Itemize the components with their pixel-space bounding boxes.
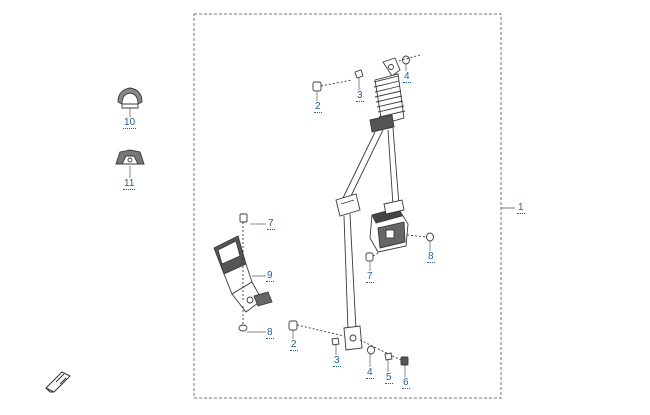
pencil-arrow-icon[interactable] [45,371,71,393]
callout-nut-upper[interactable]: 3 [356,90,364,102]
callout-clip-b[interactable]: 11 [123,178,136,190]
callout-washer-lower[interactable]: 4 [366,367,374,379]
callout-spacer-lower[interactable]: 5 [385,372,393,384]
clip-b-part [115,149,145,165]
callout-clip-a[interactable]: 10 [123,117,137,129]
callout-washer-retractor[interactable]: 8 [427,251,435,263]
callout-bolt-lower[interactable]: 2 [290,339,298,351]
callout-bolt-buckle[interactable]: 7 [267,218,275,230]
retractor [369,199,409,253]
clip-a-part [117,87,143,109]
seat-buckle [213,213,273,332]
callout-washer-buckle[interactable]: 8 [266,327,274,339]
callout-buckle[interactable]: 9 [266,270,274,282]
callout-nut-end[interactable]: 6 [402,377,410,389]
seat-belt-assembly [335,57,434,351]
nut-upper-part [354,69,364,79]
callout-bolt-upper[interactable]: 2 [314,101,322,113]
assembly-frame [193,13,502,399]
lower-anchor-hardware [288,320,409,366]
washer-upper-part [394,54,421,65]
bolt-upper-part [312,79,353,92]
callout-bolt-retractor[interactable]: 7 [366,271,374,283]
callout-leaders [247,64,431,377]
callout-assembly[interactable]: 1 [517,202,525,214]
callout-nut-lower[interactable]: 3 [333,355,341,367]
bellows-cover [373,73,406,125]
callout-washer-upper[interactable]: 4 [403,71,411,83]
